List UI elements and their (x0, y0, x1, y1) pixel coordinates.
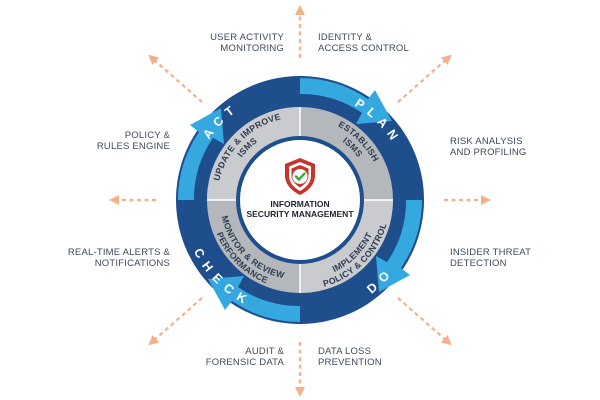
arrow-up-right (397, 54, 452, 103)
capability-arrows (109, 5, 491, 397)
label-alerts: REAL-TIME ALERTS & NOTIFICATIONS (67, 247, 170, 269)
arrow-up-left (148, 54, 203, 103)
arrow-down-left (148, 297, 203, 346)
label-insider: INSIDER THREAT DETECTION (450, 247, 532, 269)
center-disc (240, 140, 360, 260)
label-data-loss: DATA LOSS PREVENTION (318, 346, 382, 368)
center-title: INFORMATION SECURITY MANAGEMENT (240, 199, 360, 219)
label-user-activity: USER ACTIVITY MONITORING (210, 32, 284, 54)
arrow-down-right (397, 297, 452, 346)
label-identity: IDENTITY & ACCESS CONTROL (318, 32, 409, 54)
segment-do (376, 200, 422, 292)
shield-check-icon (285, 158, 315, 195)
segment-act (178, 108, 224, 200)
label-policy: POLICY & RULES ENGINE (96, 130, 170, 152)
center-title-line1: INFORMATION (270, 199, 330, 209)
segment-plan (300, 78, 392, 124)
phase-segments (178, 78, 422, 322)
label-audit: AUDIT & FORENSIC DATA (205, 346, 284, 368)
label-risk: RISK ANALYSIS AND PROFILING (450, 136, 527, 158)
segment-check (208, 276, 300, 322)
center-title-line2: SECURITY MANAGEMENT (246, 209, 354, 219)
